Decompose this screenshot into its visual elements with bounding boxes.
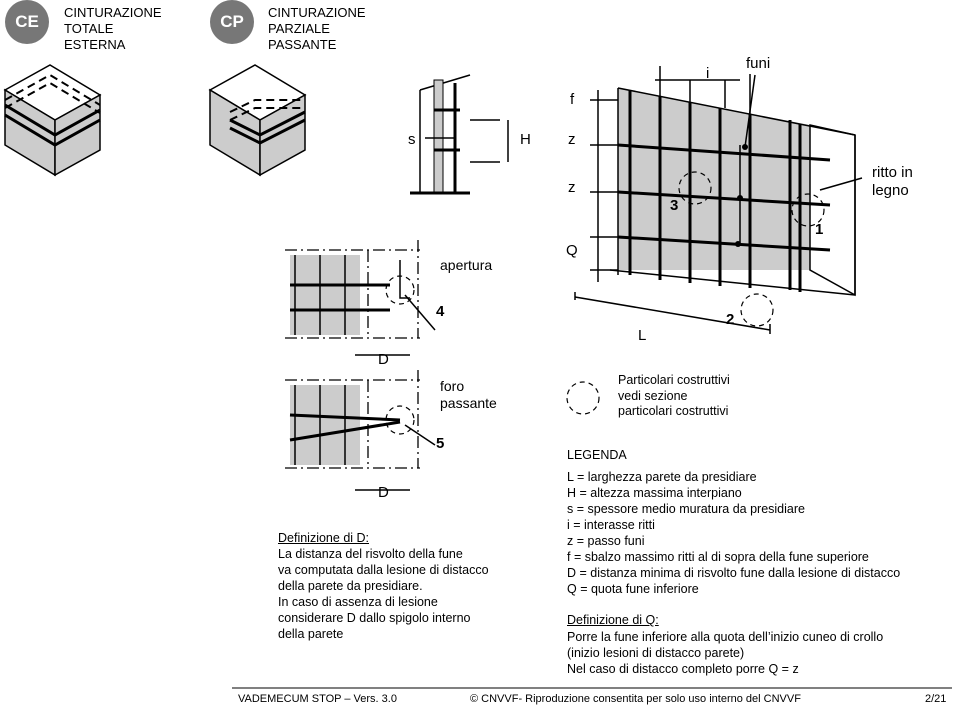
cp-cube xyxy=(208,64,307,177)
ce-line-1: CINTURAZIONE xyxy=(64,5,162,20)
detail-5 xyxy=(285,370,436,491)
label-Q: Q xyxy=(566,242,578,259)
label-funi: funi xyxy=(746,55,771,72)
ce-badge: CE xyxy=(5,0,49,44)
cp-line-3: PASSANTE xyxy=(268,37,337,52)
legend-item: Q = quota fune inferiore xyxy=(567,582,699,596)
def-d-line: considerare D dallo spigolo interno xyxy=(278,611,471,625)
legend-title: LEGENDA xyxy=(567,448,627,462)
ritto-line-2: legno xyxy=(872,182,909,199)
def-q-line: (inizio lesioni di distacco parete) xyxy=(567,646,745,660)
ce-line-2: TOTALE xyxy=(64,21,114,36)
label-D-2: D xyxy=(378,484,389,501)
label-L: L xyxy=(638,327,647,344)
foro-line-1: foro xyxy=(440,378,465,394)
legend-item: H = altezza massima interpiano xyxy=(567,486,742,500)
foro-line-2: passante xyxy=(440,395,497,411)
particolari-line-1: Particolari costruttivi xyxy=(618,373,730,387)
label-number-5: 5 xyxy=(436,435,445,452)
label-z-2: z xyxy=(568,179,576,196)
label-f: f xyxy=(570,91,575,108)
def-d-line: In caso di assenza di lesione xyxy=(278,595,438,609)
particolari-note: Particolari costruttivi vedi sezione par… xyxy=(618,373,730,420)
cp-badge: CP xyxy=(210,0,254,44)
label-H: H xyxy=(520,131,531,148)
detail-4 xyxy=(285,240,436,356)
legend-item: z = passo funi xyxy=(567,534,645,548)
cp-line-1: CINTURAZIONE xyxy=(268,5,366,20)
cp-line-2: PARZIALE xyxy=(268,21,330,36)
legend-item: D = distanza minima di risvolto fune dal… xyxy=(567,566,901,580)
def-d-line: della parete xyxy=(278,627,344,641)
def-d-line: va computata dalla lesione di distacco xyxy=(278,563,489,577)
def-d-title: Definizione di D: xyxy=(278,531,370,545)
particolari-line-3: particolari costruttivi xyxy=(618,404,729,418)
footer-page: 2/21 xyxy=(925,693,947,705)
label-foro-passante: foro passante xyxy=(440,378,497,412)
label-ritto: ritto in legno xyxy=(872,164,913,200)
label-D-1: D xyxy=(378,351,389,368)
label-z-1: z xyxy=(568,131,576,148)
label-i: i xyxy=(706,65,710,82)
cp-description: CINTURAZIONE PARZIALE PASSANTE xyxy=(268,5,366,53)
ritto-line-1: ritto in xyxy=(872,164,913,181)
ce-cube xyxy=(3,64,102,177)
def-q-title: Definizione di Q: xyxy=(567,613,659,627)
footer-version: VADEMECUM STOP – Vers. 3.0 xyxy=(238,693,397,705)
legend-item: L = larghezza parete da presidiare xyxy=(567,470,757,484)
particolari-line-2: vedi sezione xyxy=(618,388,688,403)
legend-item: s = spessore medio muratura da presidiar… xyxy=(567,502,805,516)
label-s: s xyxy=(408,131,416,148)
main-wall xyxy=(574,66,863,334)
legend-item: f = sbalzo massimo ritti al di sopra del… xyxy=(567,550,869,564)
def-q-line: Nel caso di distacco completo porre Q = … xyxy=(567,662,799,676)
footer-copyright: © CNVVF- Riproduzione consentita per sol… xyxy=(470,693,801,705)
ce-description: CINTURAZIONE TOTALE ESTERNA xyxy=(64,5,162,53)
def-d-line: La distanza del risvolto della fune xyxy=(278,547,463,561)
label-apertura: apertura xyxy=(440,257,493,273)
label-number-2: 2 xyxy=(726,311,735,328)
def-q-line: Porre la fune inferiore alla quota dell’… xyxy=(567,630,884,644)
wall-section xyxy=(410,74,509,195)
label-number-4: 4 xyxy=(436,303,445,320)
def-d-line: della parete da presidiare. xyxy=(278,579,423,593)
ce-line-3: ESTERNA xyxy=(64,37,126,52)
legend-item: i = interasse ritti xyxy=(567,518,655,532)
label-number-3: 3 xyxy=(670,197,679,214)
label-number-1: 1 xyxy=(815,221,824,238)
